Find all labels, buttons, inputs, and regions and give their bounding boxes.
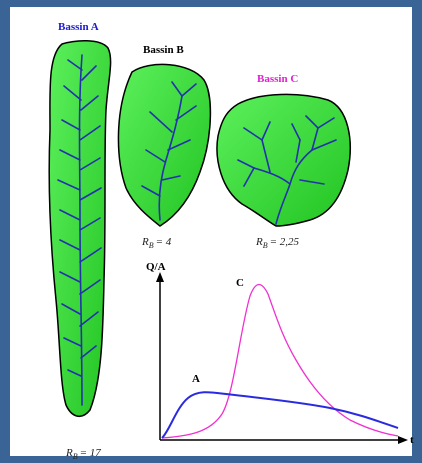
y-axis-label: Q/A bbox=[146, 261, 166, 273]
basin-b-ratio: RB= 4 bbox=[141, 236, 172, 250]
basin-c-label: Bassin C bbox=[257, 73, 298, 85]
basin-b-label: Bassin B bbox=[143, 44, 184, 56]
basin-c-shape bbox=[217, 94, 350, 226]
hydrograph: Q/A t A C bbox=[146, 261, 414, 446]
curve-a bbox=[162, 392, 398, 438]
basin-a-label: Bassin A bbox=[58, 21, 99, 33]
basin-c-ratio: RB= 2,25 bbox=[255, 236, 300, 250]
basin-a-ratio: RB= 17 bbox=[65, 447, 101, 461]
x-axis-label: t bbox=[410, 434, 414, 446]
basin-b-shape bbox=[118, 64, 210, 226]
curve-c bbox=[162, 285, 398, 439]
x-axis-arrow bbox=[398, 436, 408, 444]
curve-a-label: A bbox=[192, 373, 200, 385]
curve-c-label: C bbox=[236, 277, 244, 289]
y-axis-arrow bbox=[156, 272, 164, 282]
